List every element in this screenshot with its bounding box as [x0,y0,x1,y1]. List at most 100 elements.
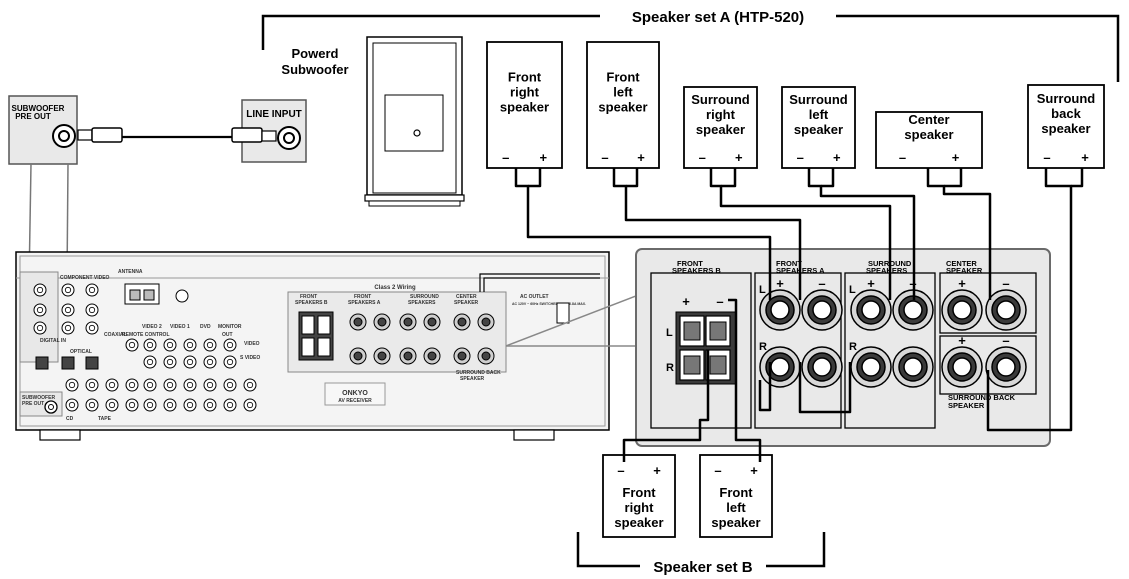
panel-front-b-line1: FRONT [677,259,703,268]
rx-optical: OPTICAL [70,349,92,355]
front-right-speaker-plus: + [539,150,547,165]
rx-terminal-2-center [377,317,387,327]
binding-post-8-cap [903,357,923,377]
rx-jack-29-center [226,381,234,389]
rx-jack-9-center [88,324,96,332]
front-right-speaker-box [486,41,563,169]
rx-jack-5-center [64,306,72,314]
rx-optical-3-icon [85,356,99,370]
surround-right-speaker-line-1: Surround [691,92,750,107]
front-right-speaker-b-box [602,454,676,538]
panel-front-b-line2: SPEAKERS B [672,266,721,275]
binding-post-5-cap [861,300,881,320]
surround-left-speaker-line-2: left [809,107,829,122]
rx-front-b-line1: FRONT [300,294,317,300]
rx-class2: Class 2 Wiring [374,285,416,291]
rx-s-video: S VIDEO [240,355,260,361]
speaker-set-a-title: Speaker set A (HTP-520) [632,9,804,26]
rx-jack-32-center [88,401,96,409]
rx-jack-12-center [166,341,174,349]
rx-jack-28-center [206,381,214,389]
rx-jack-1-center [36,286,44,294]
rx-surround-line1: SURROUND [410,294,439,300]
receiver-terminals [298,311,495,365]
rx-coaxial: COAXIAL [104,332,127,338]
rx-jack-37-center [186,401,194,409]
rx-jack-25-center [146,381,154,389]
binding-posts [759,289,1027,388]
center-speaker-minus: – [899,150,906,165]
surround-right-speaker-box [683,86,758,169]
surround-right-speaker-line-3: speaker [696,122,745,137]
rx-video: VIDEO [244,341,260,347]
front-right-speaker-b-line-1: Front [622,485,656,500]
rx-front-a-line1: FRONT [354,294,371,300]
rx-terminal-10-center [481,317,491,327]
rx-front-a-line2: SPEAKERS A [348,300,381,306]
rx-brand: ONKYO [342,390,368,397]
front-right-speaker-b-minus: – [617,463,624,478]
rx-jack-19-center [206,358,214,366]
rx-surround-back-line1: SURROUND BACK [456,370,501,376]
front-left-speaker-b-minus: – [714,463,721,478]
rx-jack-31-center [68,401,76,409]
panel-b-left-label: L [666,327,673,339]
rx-jack-20-center [226,358,234,366]
front-left-speaker-b-plus: + [750,463,758,478]
front-left-speaker-b-box [699,454,773,538]
rx-jack-8-center [64,324,72,332]
binding-post-6-cap [903,300,923,320]
panel-b-minus: – [716,294,723,309]
front-left-speaker-line-1: Front [606,70,640,85]
binding-post-10-cap [996,300,1016,320]
rx-jack-16-center [146,358,154,366]
front-right-speaker-minus: – [502,150,509,165]
rx-spring-clip-2-icon [317,315,331,335]
front-left-speaker-minus: – [601,150,608,165]
binding-post-9-cap [952,300,972,320]
rx-video1: VIDEO 1 [170,324,190,330]
subwoofer-label-line1: Powerd [292,46,339,61]
rx-dvd: DVD [200,324,211,330]
surround-right-speaker-minus: – [699,150,706,165]
speaker-set-b-bracket: Speaker set B [576,532,826,576]
front-left-speaker-b-line-1: Front [719,485,753,500]
panel-s-right-label: R [849,341,857,353]
panel-surround-back-line1: SURROUND BACK [948,393,1016,402]
rx-out: OUT [222,332,233,338]
av-receiver: COMPONENT VIDEO ANTENNA DIGITAL IN OPTIC… [15,251,610,441]
rx-tape: TAPE [98,416,112,422]
rx-model: AV RECEIVER [338,398,372,404]
rx-jack-35-center [146,401,154,409]
rx-jack-21-center [68,381,76,389]
rx-jack-15-center [226,341,234,349]
rx-spring-clip-3-icon [301,337,315,357]
surround-left-speaker-line-1: Surround [789,92,848,107]
surround-back-speaker-box [1027,84,1105,169]
front-left-speaker-box [586,41,660,169]
pre-out-label-line1: SUBWOOFER [12,104,65,113]
front-right-speaker-b-line-2: right [625,500,655,515]
front-left-speaker-line-3: speaker [598,100,647,115]
binding-post-11-cap [952,357,972,377]
rx-jack-23-center [108,381,116,389]
rx-jack-27-center [186,381,194,389]
panel-a-right-label: R [759,341,767,353]
rx-terminal-6-center [427,317,437,327]
surround-back-speaker-minus: – [1043,150,1050,165]
rx-surround-back-line2: SPEAKER [460,376,485,382]
rx-optical-1-icon [35,356,49,370]
speaker-set-b-title: Speaker set B [653,559,752,576]
rx-jack-36-center [166,401,174,409]
rx-jack-33-center [108,401,116,409]
binding-post-12-cap [996,357,1016,377]
rx-terminal-4-center [377,351,387,361]
panel-sb-minus: – [1002,333,1009,348]
front-right-speaker-line-2: right [510,85,540,100]
